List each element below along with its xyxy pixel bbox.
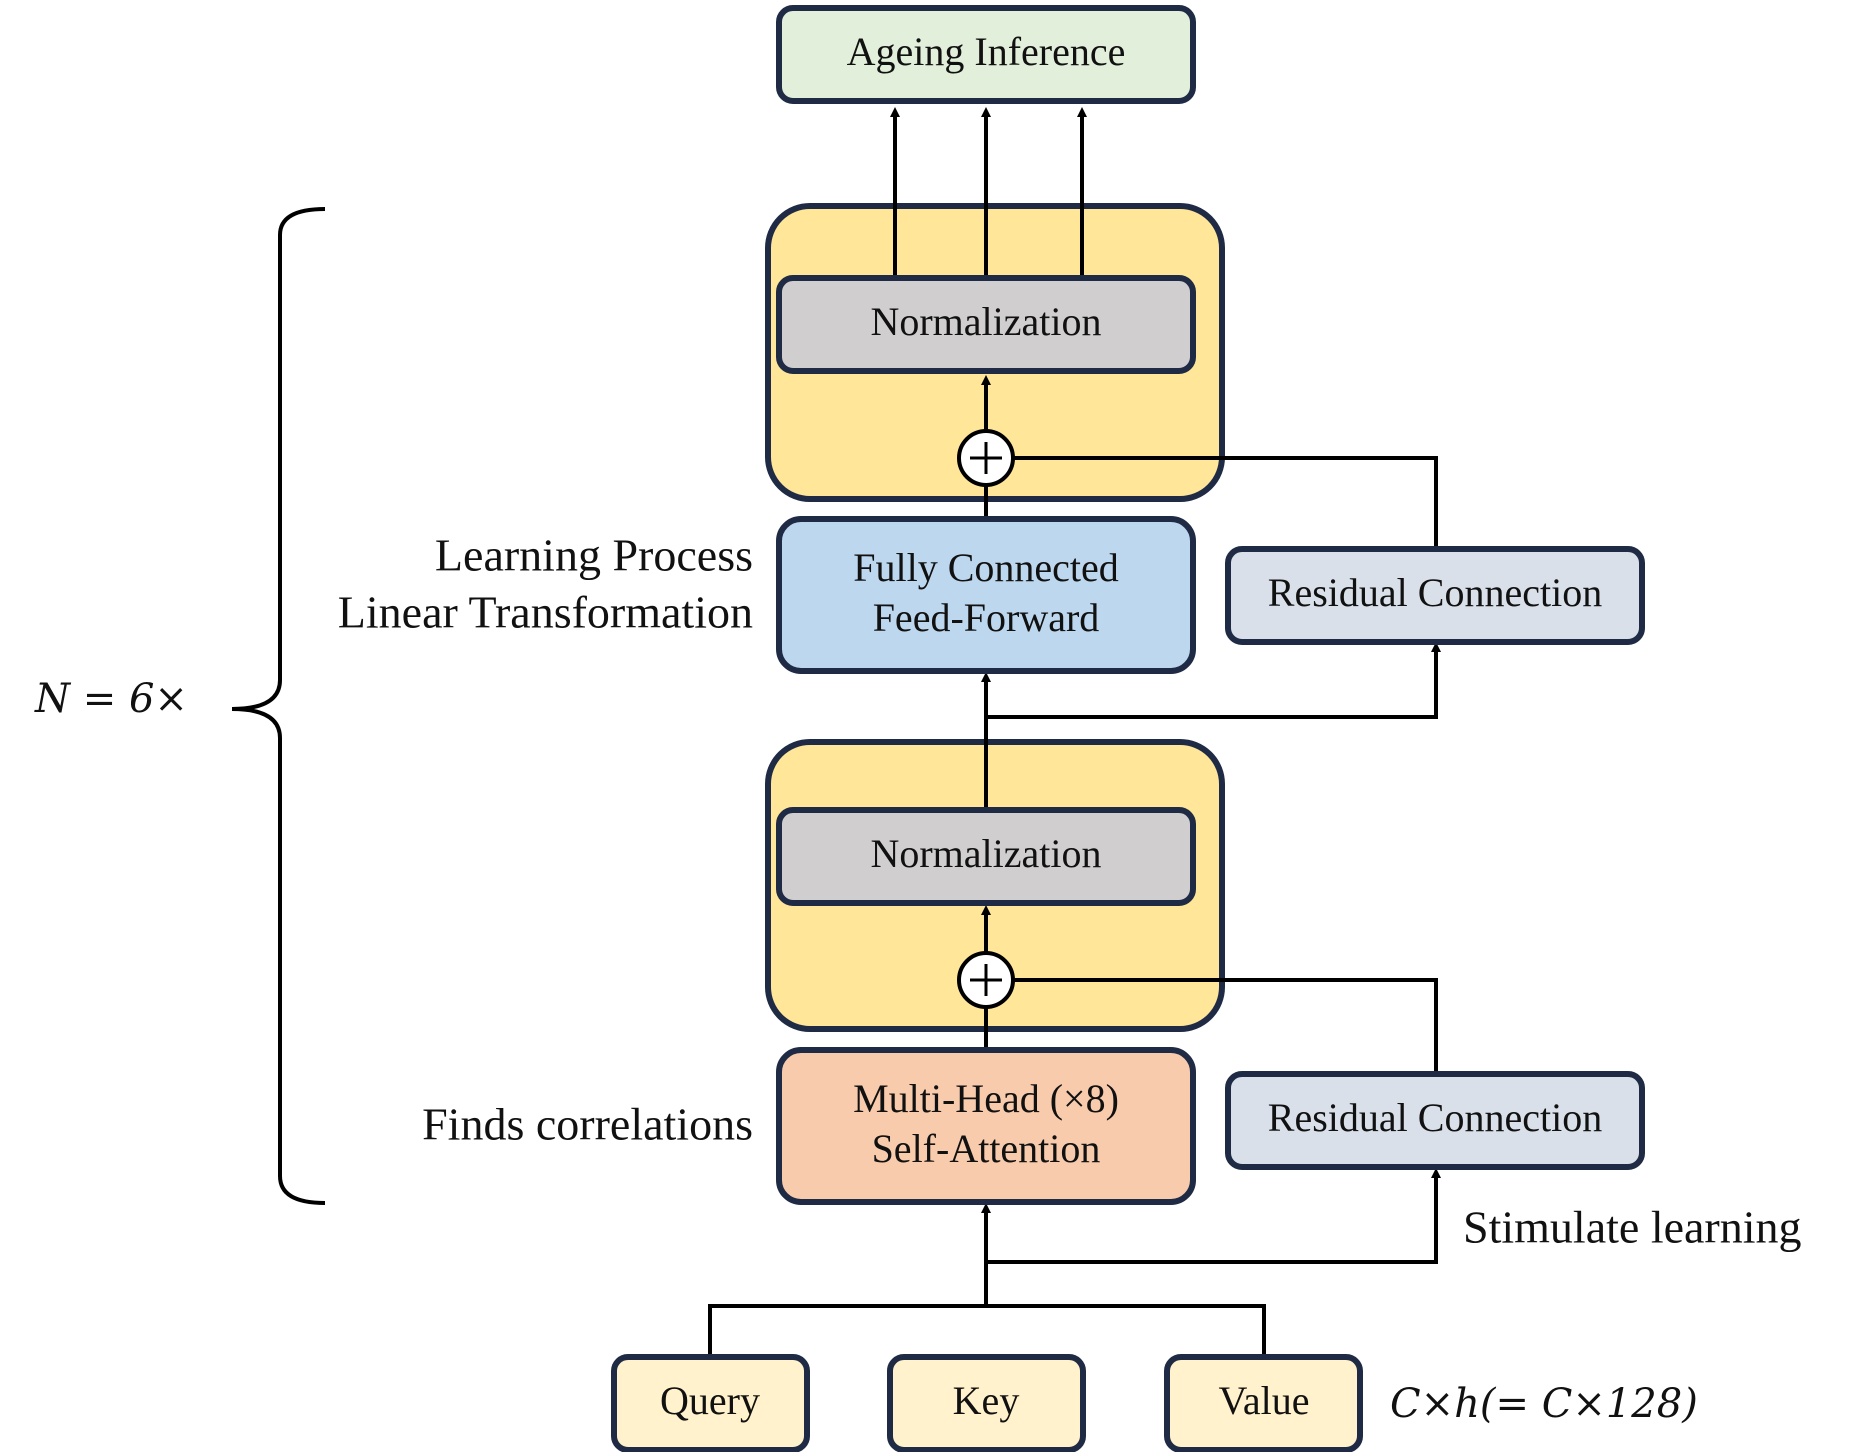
attention-label-2: Self-Attention: [872, 1126, 1101, 1171]
query-box: [611, 1354, 810, 1452]
residual-top-to-plus-line: [1009, 456, 1438, 549]
residual-bottom-box: [1225, 1071, 1645, 1170]
finds-correlations-label: Finds correlations: [422, 1099, 753, 1150]
attention-box: [776, 1047, 1196, 1205]
normalization-top-label: Normalization: [870, 299, 1101, 344]
normalization-bottom-label: Normalization: [870, 831, 1101, 876]
branch-to-residual-top-arrow: [986, 642, 1441, 719]
normalization-top-box: [776, 275, 1196, 374]
query-label: Query: [660, 1378, 760, 1423]
repeat-brace: [231, 207, 326, 1205]
ageing-inference-box: [776, 5, 1196, 104]
linear-transformation-label: Linear Transformation: [338, 587, 753, 638]
value-box: [1164, 1354, 1363, 1452]
n-repeat-label: N = 6×: [34, 676, 188, 722]
fully-connected-label-2: Feed-Forward: [873, 595, 1100, 640]
fully-connected-box: [776, 516, 1196, 674]
qkv-merge-line: [708, 1304, 1266, 1357]
value-label: Value: [1218, 1378, 1309, 1423]
residual-top-label: Residual Connection: [1268, 570, 1602, 615]
attention-label-1: Multi-Head (×8): [853, 1076, 1119, 1121]
normalization-bottom-box: [776, 807, 1196, 906]
fully-connected-label-1: Fully Connected: [853, 545, 1119, 590]
key-label: Key: [953, 1378, 1020, 1423]
stimulate-learning-label: Stimulate learning: [1463, 1202, 1802, 1253]
dimension-label: C×h(= C×128): [1390, 1381, 1698, 1427]
ageing-inference-label: Ageing Inference: [847, 29, 1126, 74]
branch-to-residual-bottom-arrow: [986, 1168, 1441, 1264]
key-box: [887, 1354, 1086, 1452]
residual-bottom-label: Residual Connection: [1268, 1095, 1602, 1140]
residual-top-box: [1225, 546, 1645, 645]
learning-process-label: Learning Process: [435, 530, 753, 581]
residual-bottom-to-plus-line: [1009, 978, 1438, 1074]
